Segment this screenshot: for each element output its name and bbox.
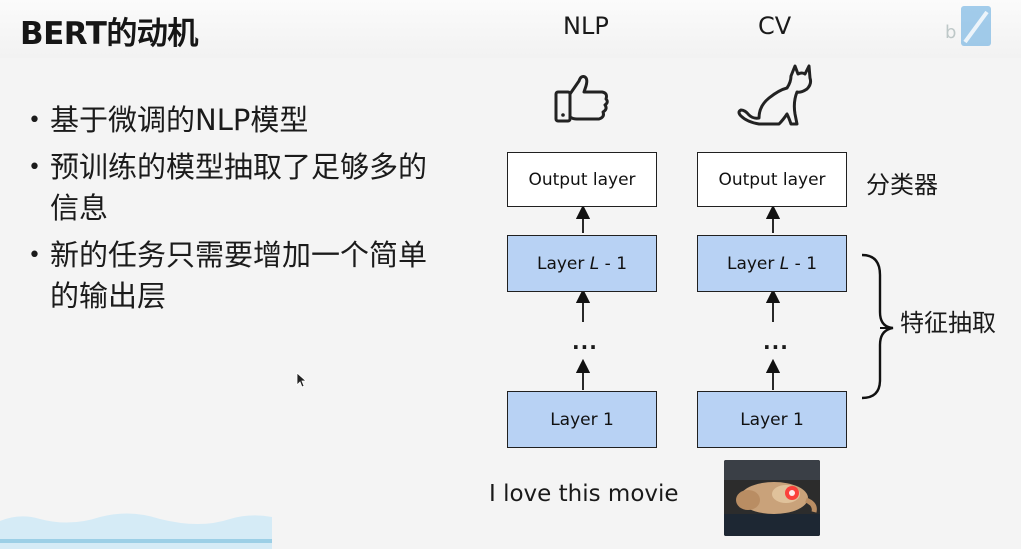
feature-extraction-label: 特征抽取 [900,309,996,337]
cv-output-layer-label: Output layer [718,169,826,190]
slide-title: BERT的动机 [20,16,198,52]
logo-watermark-icon: b [945,6,991,46]
bullet-dot-icon: • [28,243,41,268]
thumbs-up-icon [554,75,609,123]
cv-ellipsis: ... [763,330,789,354]
bullet-text: 新的任务只需要增加一个简单的输出层 [50,238,428,313]
bullet-item: • 预训练的模型抽取了足够多的信息 [28,147,448,229]
nlp-top-layer-label: Layer L - 1 [536,253,628,274]
bullet-item: • 基于微调的NLP模型 [28,100,448,141]
cv-output-layer-box: Output layer [697,152,847,207]
nlp-column-label: NLP [563,12,609,40]
nlp-bottom-layer-label: Layer 1 [550,409,614,430]
cv-bottom-layer-box: Layer 1 [697,391,847,448]
bottom-wave-decoration [0,513,272,549]
bullet-dot-icon: • [28,155,41,180]
mouse-cursor-icon [296,372,308,388]
bullet-item: • 新的任务只需要增加一个简单的输出层 [28,235,448,317]
classifier-label: 分类器 [866,171,938,199]
bullet-text: 预训练的模型抽取了足够多的信息 [50,150,428,225]
nlp-top-layer-box: Layer L - 1 [507,235,657,292]
title-band [0,0,1021,58]
nlp-ellipsis: ... [572,330,598,354]
nlp-bottom-layer-box: Layer 1 [507,391,657,448]
cv-top-layer-label: Layer L - 1 [726,253,818,274]
nlp-output-layer-box: Output layer [507,152,657,207]
nlp-input-caption: I love this movie [489,481,679,507]
svg-text:b: b [945,22,956,43]
cat-icon [737,64,813,126]
cat-photo [724,460,820,536]
bullet-list: • 基于微调的NLP模型 • 预训练的模型抽取了足够多的信息 • 新的任务只需要增加一… [28,100,448,323]
cv-top-layer-box: Layer L - 1 [697,235,847,292]
nlp-output-layer-label: Output layer [528,169,636,190]
layer-count-variable: L [589,253,600,274]
layer-count-variable: L [779,253,790,274]
bullet-text: 基于微调的NLP模型 [50,103,309,137]
bullet-dot-icon: • [28,108,41,133]
brace-icon [861,253,894,400]
cv-bottom-layer-label: Layer 1 [740,409,804,430]
cv-column-label: CV [758,12,792,40]
